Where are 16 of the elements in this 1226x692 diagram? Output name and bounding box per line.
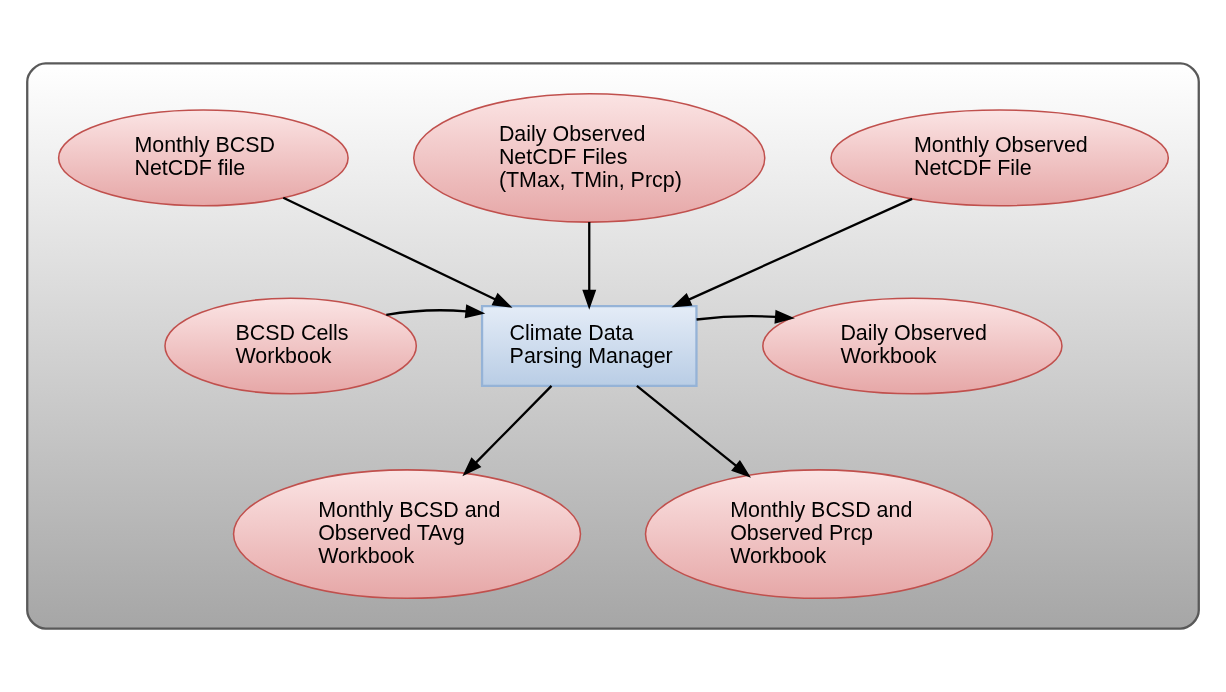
node-ellipse: Monthly BCSD and Observed Prcp Workbook bbox=[644, 469, 994, 600]
arrow bbox=[462, 385, 553, 477]
node-ellipse: Monthly Observed NetCDF File bbox=[830, 109, 1170, 207]
arrow bbox=[582, 222, 597, 310]
node-ellipse: BCSD Cells Workbook bbox=[164, 297, 418, 395]
arrow bbox=[386, 304, 486, 319]
node-ellipse: Monthly BCSD NetCDF file bbox=[57, 109, 349, 207]
node-ellipse: Monthly BCSD and Observed TAvg Workbook bbox=[232, 469, 582, 600]
cluster bbox=[26, 62, 1200, 630]
arrow bbox=[636, 385, 752, 478]
node-box: Climate Data Parsing Manager bbox=[480, 305, 698, 387]
arrow bbox=[282, 196, 513, 308]
arrow bbox=[696, 309, 795, 324]
arrow bbox=[671, 197, 913, 308]
node-ellipse: Daily Observed Workbook bbox=[762, 297, 1063, 395]
node-ellipse: Daily Observed NetCDF Files (TMax, TMin, Prcp) bbox=[413, 92, 766, 223]
